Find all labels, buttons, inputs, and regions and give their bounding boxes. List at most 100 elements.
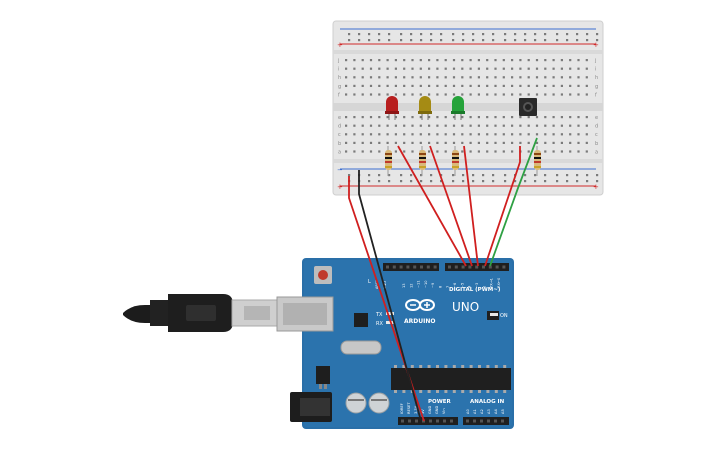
resistor-4[interactable] xyxy=(534,146,541,176)
header-pin[interactable] xyxy=(399,265,403,269)
header-pin[interactable] xyxy=(429,419,432,423)
pin-label: 5V xyxy=(421,409,425,414)
header-pin[interactable] xyxy=(502,265,506,269)
resistor-3[interactable] xyxy=(452,146,459,176)
brand-label: ARDUINO xyxy=(404,318,435,325)
power-header[interactable] xyxy=(398,417,458,425)
breadboard-hole xyxy=(535,116,539,119)
breadboard-hole xyxy=(369,150,373,153)
breadboard-hole xyxy=(378,116,381,119)
chip-pin xyxy=(494,365,498,368)
breadboard-hole xyxy=(394,76,397,79)
header-pin[interactable] xyxy=(494,419,497,423)
breadboard-hole xyxy=(403,150,406,153)
rail-hole xyxy=(596,33,599,36)
led-green[interactable] xyxy=(451,96,465,120)
wire-red-button[interactable] xyxy=(484,146,521,267)
breadboard-hole xyxy=(444,76,447,79)
breadboard-hole xyxy=(552,59,555,62)
breadboard-hole xyxy=(519,124,522,127)
rail-hole xyxy=(524,33,527,36)
breadboard-hole xyxy=(494,84,497,87)
digital-header-left[interactable] xyxy=(383,263,439,271)
header-pin[interactable] xyxy=(426,265,430,269)
wire-red-5v[interactable] xyxy=(348,176,425,422)
breadboard-hole xyxy=(577,76,580,79)
chip-pin xyxy=(503,365,507,368)
pushbutton[interactable] xyxy=(519,98,537,116)
header-pin[interactable] xyxy=(433,265,437,269)
breadboard-hole xyxy=(428,93,431,96)
breadboard-hole xyxy=(477,76,480,79)
capacitor xyxy=(368,392,390,414)
rail-hole xyxy=(400,174,403,177)
header-pin[interactable] xyxy=(436,419,439,423)
header-pin[interactable] xyxy=(392,265,396,269)
rail-hole xyxy=(544,39,547,42)
wire-red-led-3[interactable] xyxy=(463,145,479,267)
header-pin[interactable] xyxy=(475,265,479,269)
header-pin[interactable] xyxy=(461,265,465,269)
header-pin[interactable] xyxy=(420,265,423,269)
header-pin[interactable] xyxy=(386,265,389,269)
breadboard-hole xyxy=(486,150,489,153)
chip-pin xyxy=(427,390,431,393)
header-pin[interactable] xyxy=(501,419,504,423)
led-red[interactable] xyxy=(385,96,399,120)
header-pin[interactable] xyxy=(408,419,411,423)
breadboard-hole xyxy=(494,150,497,153)
breadboard-hole xyxy=(511,150,514,153)
arduino-uno-board[interactable]: ARDUINO UNO DIGITAL (PWM~) ANALOG IN POW… xyxy=(276,258,514,429)
resistor-2[interactable] xyxy=(419,146,426,176)
wire-green-button[interactable] xyxy=(489,137,538,267)
pin-label: ~9 xyxy=(431,282,435,288)
wire-red-led-2[interactable] xyxy=(429,145,473,267)
analog-header[interactable] xyxy=(463,417,509,425)
breadboard-hole xyxy=(361,150,364,153)
breadboard-hole xyxy=(436,141,439,144)
breadboard-hole xyxy=(386,76,389,79)
header-pin[interactable] xyxy=(466,419,469,423)
chip-pin xyxy=(494,390,498,393)
breadboard-hole xyxy=(569,93,572,96)
breadboard-hole xyxy=(477,124,480,127)
header-pin[interactable] xyxy=(406,265,410,269)
resistor-1[interactable] xyxy=(385,146,392,176)
pin-label: TX→1 xyxy=(490,278,494,289)
header-pin[interactable] xyxy=(488,265,492,269)
header-pin[interactable] xyxy=(487,419,490,423)
atmega-chip xyxy=(391,368,511,390)
breadboard-hole xyxy=(353,59,356,62)
breadboard-hole xyxy=(411,67,414,70)
rail-hole xyxy=(358,39,361,42)
header-pin[interactable] xyxy=(495,265,499,269)
usb-cable[interactable] xyxy=(123,294,279,332)
wire-black-gnd[interactable] xyxy=(358,170,422,422)
header-pin[interactable] xyxy=(401,419,404,423)
header-pin[interactable] xyxy=(448,265,451,269)
breadboard-hole xyxy=(569,141,572,144)
rail-hole xyxy=(452,174,455,177)
rail-hole xyxy=(524,180,527,183)
header-pin[interactable] xyxy=(480,419,483,423)
row-letter: j xyxy=(337,58,339,64)
breadboard-hole xyxy=(386,133,389,136)
led-yellow[interactable] xyxy=(418,96,432,120)
header-pin[interactable] xyxy=(413,265,417,269)
header-pin[interactable] xyxy=(473,419,476,423)
breadboard-hole xyxy=(345,84,348,87)
header-pin[interactable] xyxy=(468,265,472,269)
header-pin[interactable] xyxy=(415,419,418,423)
rail-hole xyxy=(348,174,351,177)
header-pin[interactable] xyxy=(443,419,446,423)
row-letter: a xyxy=(338,149,341,155)
breadboard-hole xyxy=(386,93,389,96)
header-pin[interactable] xyxy=(482,265,485,269)
row-letter: i xyxy=(338,67,339,73)
wire-red-led-1[interactable] xyxy=(397,145,467,267)
header-pin[interactable] xyxy=(454,265,458,269)
breadboard-hole xyxy=(428,116,431,119)
breadboard-hole xyxy=(535,133,539,136)
header-pin[interactable] xyxy=(450,419,453,423)
